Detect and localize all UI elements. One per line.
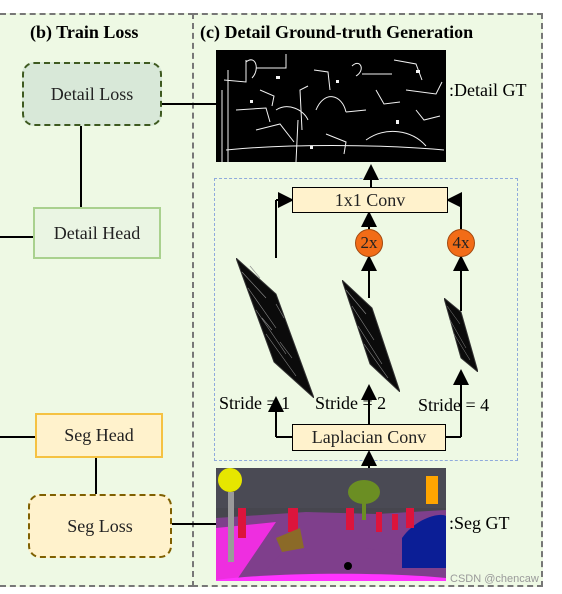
seg-gt-image bbox=[216, 468, 446, 581]
seg-gt-label: :Seg GT bbox=[449, 513, 510, 533]
watermark: CSDN @chencaw bbox=[450, 573, 539, 585]
upsample-4x-circle: 4x bbox=[447, 229, 475, 257]
laplacian-conv-box: Laplacian Conv bbox=[292, 424, 446, 451]
upsample-2x-circle: 2x bbox=[355, 229, 383, 257]
stride-2-label: Stride = 2 bbox=[315, 393, 387, 413]
panel-c-title: (c) Detail Ground-truth Generation bbox=[200, 22, 474, 42]
detail-loss-box: Detail Loss bbox=[22, 62, 162, 126]
detail-gt-label: :Detail GT bbox=[449, 80, 527, 100]
detail-gt-image bbox=[216, 50, 446, 162]
seg-head-box: Seg Head bbox=[35, 413, 163, 458]
panel-b-title: (b) Train Loss bbox=[30, 22, 139, 42]
feature-map-stride-4 bbox=[444, 298, 478, 372]
conv1x1-box: 1x1 Conv bbox=[292, 187, 448, 213]
feature-map-stride-2 bbox=[342, 280, 400, 392]
feature-map-stride-1 bbox=[236, 258, 314, 398]
stride-1-label: Stride = 1 bbox=[219, 393, 291, 413]
detail-head-box: Detail Head bbox=[33, 207, 161, 259]
seg-loss-box: Seg Loss bbox=[28, 494, 172, 558]
stride-4-label: Stride = 4 bbox=[418, 395, 490, 415]
